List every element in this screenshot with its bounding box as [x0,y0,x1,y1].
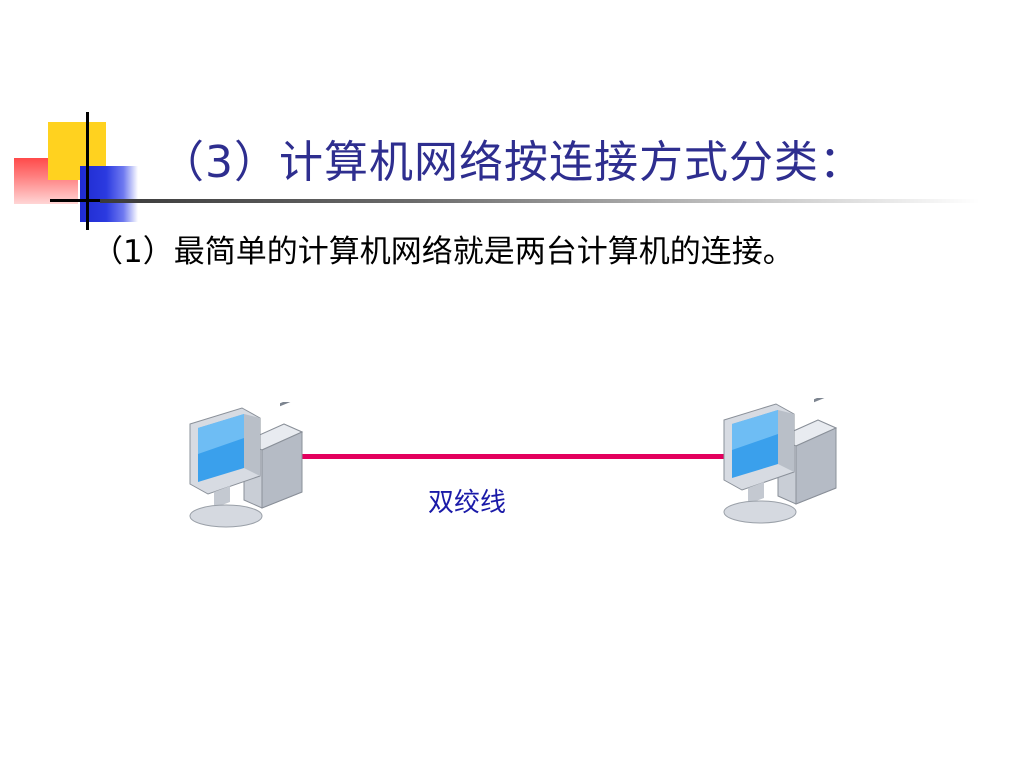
twisted-pair-cable [296,454,730,459]
decor-vertical-line [86,112,89,230]
cable-label: 双绞线 [428,488,507,518]
bullet-text: （1）最简单的计算机网络就是两台计算机的连接。 [92,234,794,270]
decor-horizontal-line [50,199,100,202]
decor-blue-square [80,166,138,222]
computer-right-icon [718,393,838,528]
computer-left-icon [184,397,304,532]
title-underline [100,199,980,203]
slide-title: （3）计算机网络按连接方式分类： [160,137,864,188]
